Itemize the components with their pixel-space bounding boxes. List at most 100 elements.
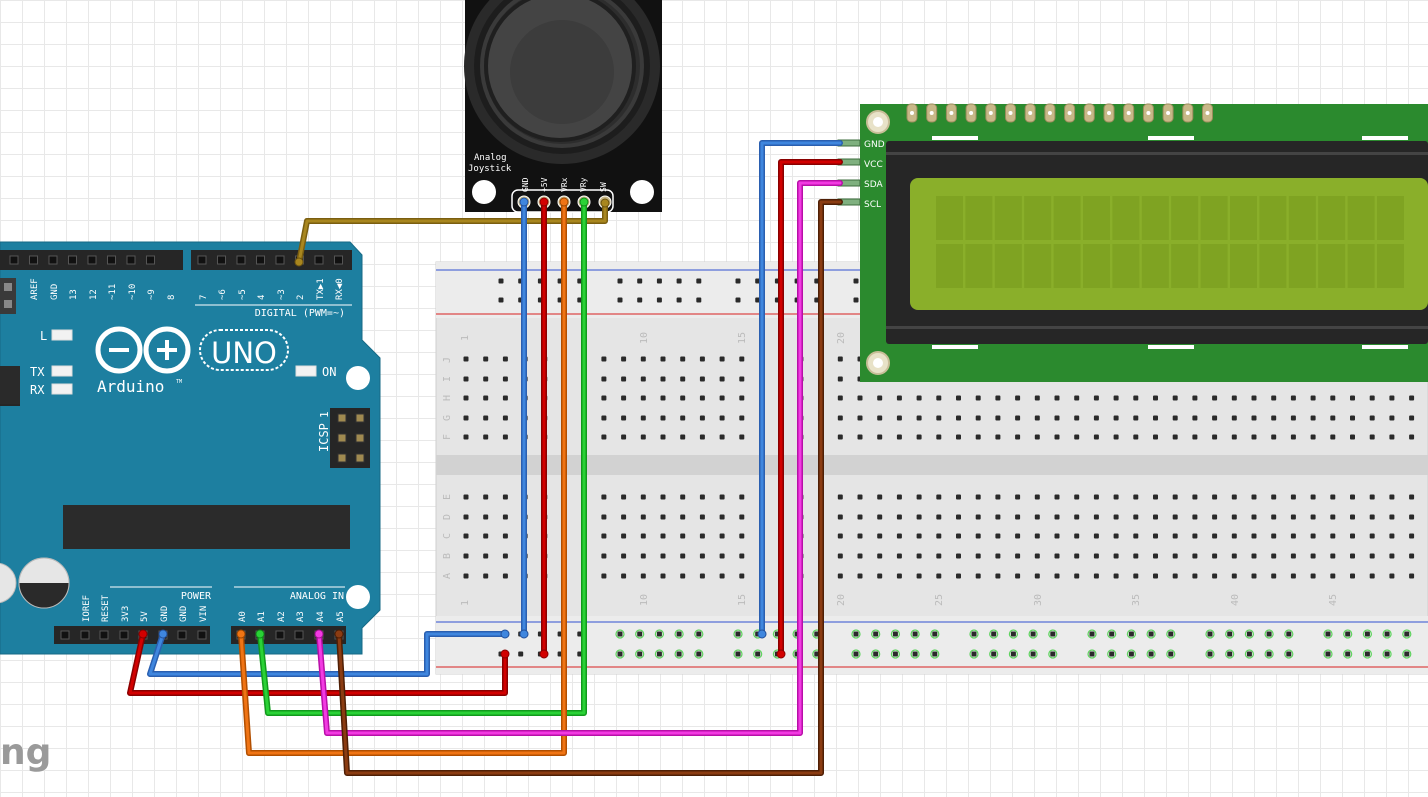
breadboard-hole [502,494,508,500]
rail-hole-ring [1107,629,1117,639]
rail-hole [1050,631,1056,637]
rail-hole-ring [1146,629,1156,639]
breadboard-hole [463,415,469,421]
breadboard-hole [1251,434,1257,440]
breadboard-hole [956,415,961,421]
breadboard-hole [1290,395,1296,401]
lcd-cell [1083,244,1110,288]
breadboard-hole [936,494,942,500]
breadboard-hole [483,415,489,421]
rail-hole [735,278,741,284]
breadboard-hole [660,573,666,579]
rail-hole [696,297,702,303]
breadboard-hole [601,356,607,362]
breadboard-hole [1290,494,1296,500]
breadboard-hole [601,533,607,539]
rail-hole-ring [910,649,920,659]
breadboard-hole [621,434,627,440]
breadboard-hole [1251,395,1257,401]
rail-hole [1089,631,1095,637]
breadboard-hole [1172,434,1178,440]
breadboard-hole [739,415,745,421]
header-pin [197,255,207,265]
rail-hole-ring [1382,629,1392,639]
breadboard-hole [1034,395,1040,401]
breadboard-hole [680,533,686,539]
lcd-cell [1347,196,1375,240]
breadboard-hole [916,553,922,559]
rail-hole-ring [1284,629,1294,639]
lcd-header-hole [1028,111,1033,115]
header-pin [275,630,285,640]
breadboard-hole [1153,514,1158,520]
rail-hole [1286,651,1292,657]
analog-pin-label: A2 [277,611,287,622]
rail-hole [1364,651,1370,657]
breadboard-hole [680,395,686,401]
breadboard-hole [601,415,607,421]
lcd-cell [1230,244,1257,288]
breadboard-hole [699,415,705,421]
breadboard-hole [739,395,745,401]
rail-hole [1404,631,1410,637]
rail-hole [1345,631,1351,637]
breadboard-hole [857,415,863,421]
lcd-cell [1112,244,1140,288]
rail-hole [1030,631,1036,637]
icsp-pins [337,413,365,463]
breadboard-hole [857,533,863,539]
breadboard-hole [1369,533,1375,539]
breadboard-hole [1389,494,1395,500]
breadboard-hole [936,415,942,421]
header-pin [294,630,304,640]
breadboard-hole [1153,573,1158,579]
breadboard-hole [1409,494,1415,500]
header-pin [126,255,136,265]
column-number: 25 [934,594,945,606]
analog-pin-label: A0 [238,611,248,622]
breadboard-hole [463,533,469,539]
breadboard-hole [995,533,1001,539]
power-label: POWER [181,591,212,602]
breadboard-hole [621,356,627,362]
rail-hole-ring [969,649,979,659]
breadboard-hole [1074,395,1080,401]
rail-hole [637,278,643,284]
breadboard-hole [975,533,981,539]
breadboard-hole [1113,553,1119,559]
rail-hole [873,631,879,637]
rail-hole-ring [1146,649,1156,659]
breadboard-hole [1153,553,1158,559]
breadboard-hole [1172,395,1178,401]
breadboard-hole [1192,494,1198,500]
breadboard-hole [483,434,489,440]
column-number: 20 [836,332,847,344]
breadboard-hole [463,356,469,362]
breadboard-hole [1212,494,1218,500]
breadboard-hole [837,434,843,440]
breadboard-hole [1330,415,1336,421]
breadboard-hole [1133,514,1139,520]
analog-pin-label: A5 [336,611,346,622]
analog-in-label: ANALOG IN [290,591,344,602]
header-pin [60,630,70,640]
breadboard-hole [1054,434,1060,440]
joystick-title-line1: Analog [474,153,507,163]
lcd-i2c-pins [837,139,861,206]
breadboard-hole [680,514,686,520]
breadboard-hole [483,376,489,382]
rail-hole-ring [1284,649,1294,659]
breadboard-hole [1133,553,1139,559]
breadboard-hole [680,434,686,440]
breadboard-hole [1409,573,1415,579]
rail-hole [873,651,879,657]
breadboard-hole [502,434,508,440]
digital-pin-label: AREF [30,278,40,300]
rail-hole-ring [851,629,861,639]
power-pin-label: RESET [101,594,111,622]
lcd-cell [1200,244,1228,288]
power-pin-label: 5V [140,611,150,622]
breadboard-hole [896,415,902,421]
header-pin [68,255,77,265]
lcd-pin-scl: SCL [864,200,881,210]
